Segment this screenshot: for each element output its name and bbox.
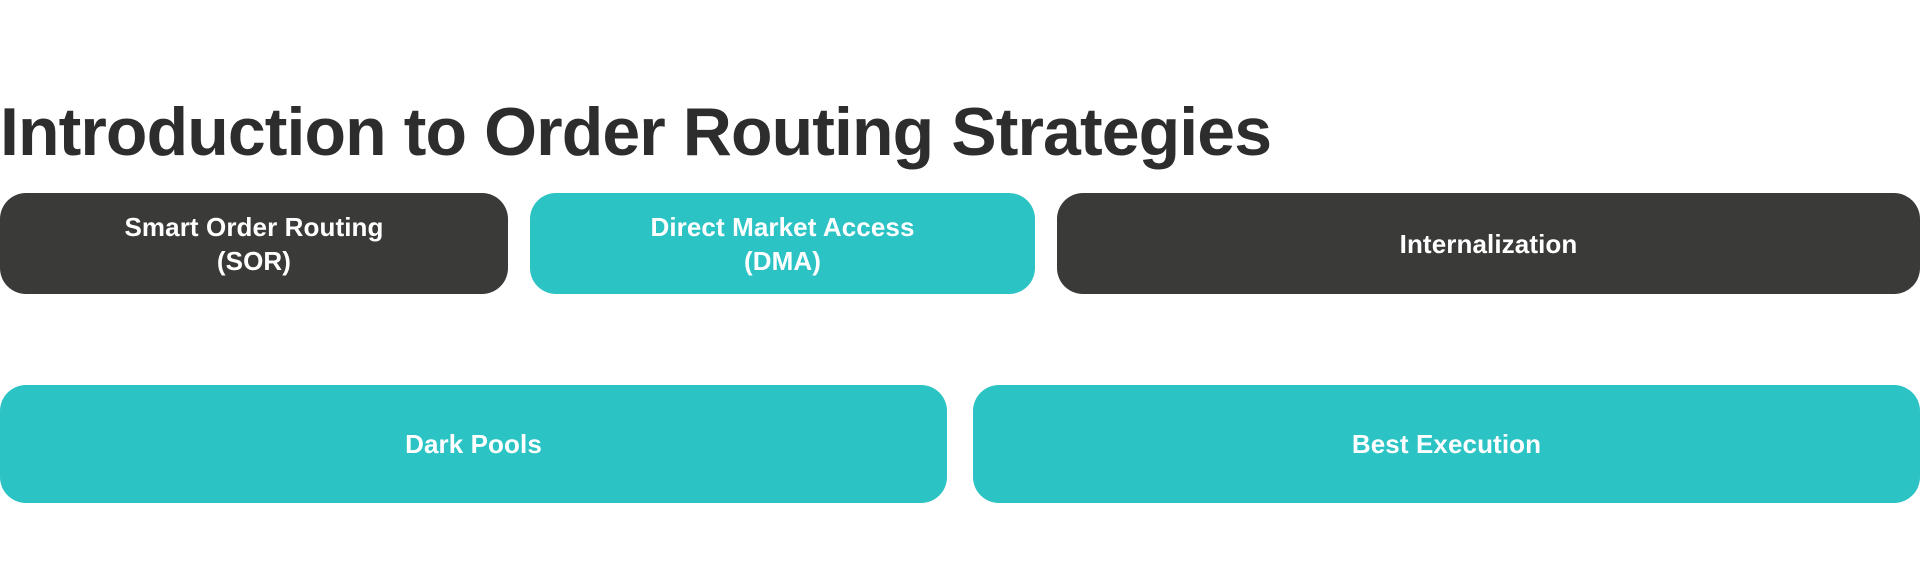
card-dark-pools[interactable]: Dark Pools — [0, 385, 947, 503]
card-label: Best Execution — [1351, 429, 1542, 459]
page-title: Introduction to Order Routing Strategies — [0, 93, 1272, 170]
card-row-2: Dark Pools Best Execution — [0, 385, 1920, 503]
card-row-1: Smart Order Routing (SOR) Direct Market … — [0, 193, 1920, 294]
card-direct-market-access[interactable]: Direct Market Access (DMA) — [530, 193, 1035, 294]
card-smart-order-routing[interactable]: Smart Order Routing (SOR) — [0, 193, 508, 294]
card-best-execution[interactable]: Best Execution — [973, 385, 1920, 503]
card-label: Dark Pools — [405, 429, 542, 459]
card-internalization[interactable]: Internalization — [1057, 193, 1920, 294]
card-label: Internalization — [1399, 228, 1578, 259]
card-label: Direct Market Access (DMA) — [650, 211, 915, 276]
card-label: Smart Order Routing (SOR) — [124, 211, 384, 276]
